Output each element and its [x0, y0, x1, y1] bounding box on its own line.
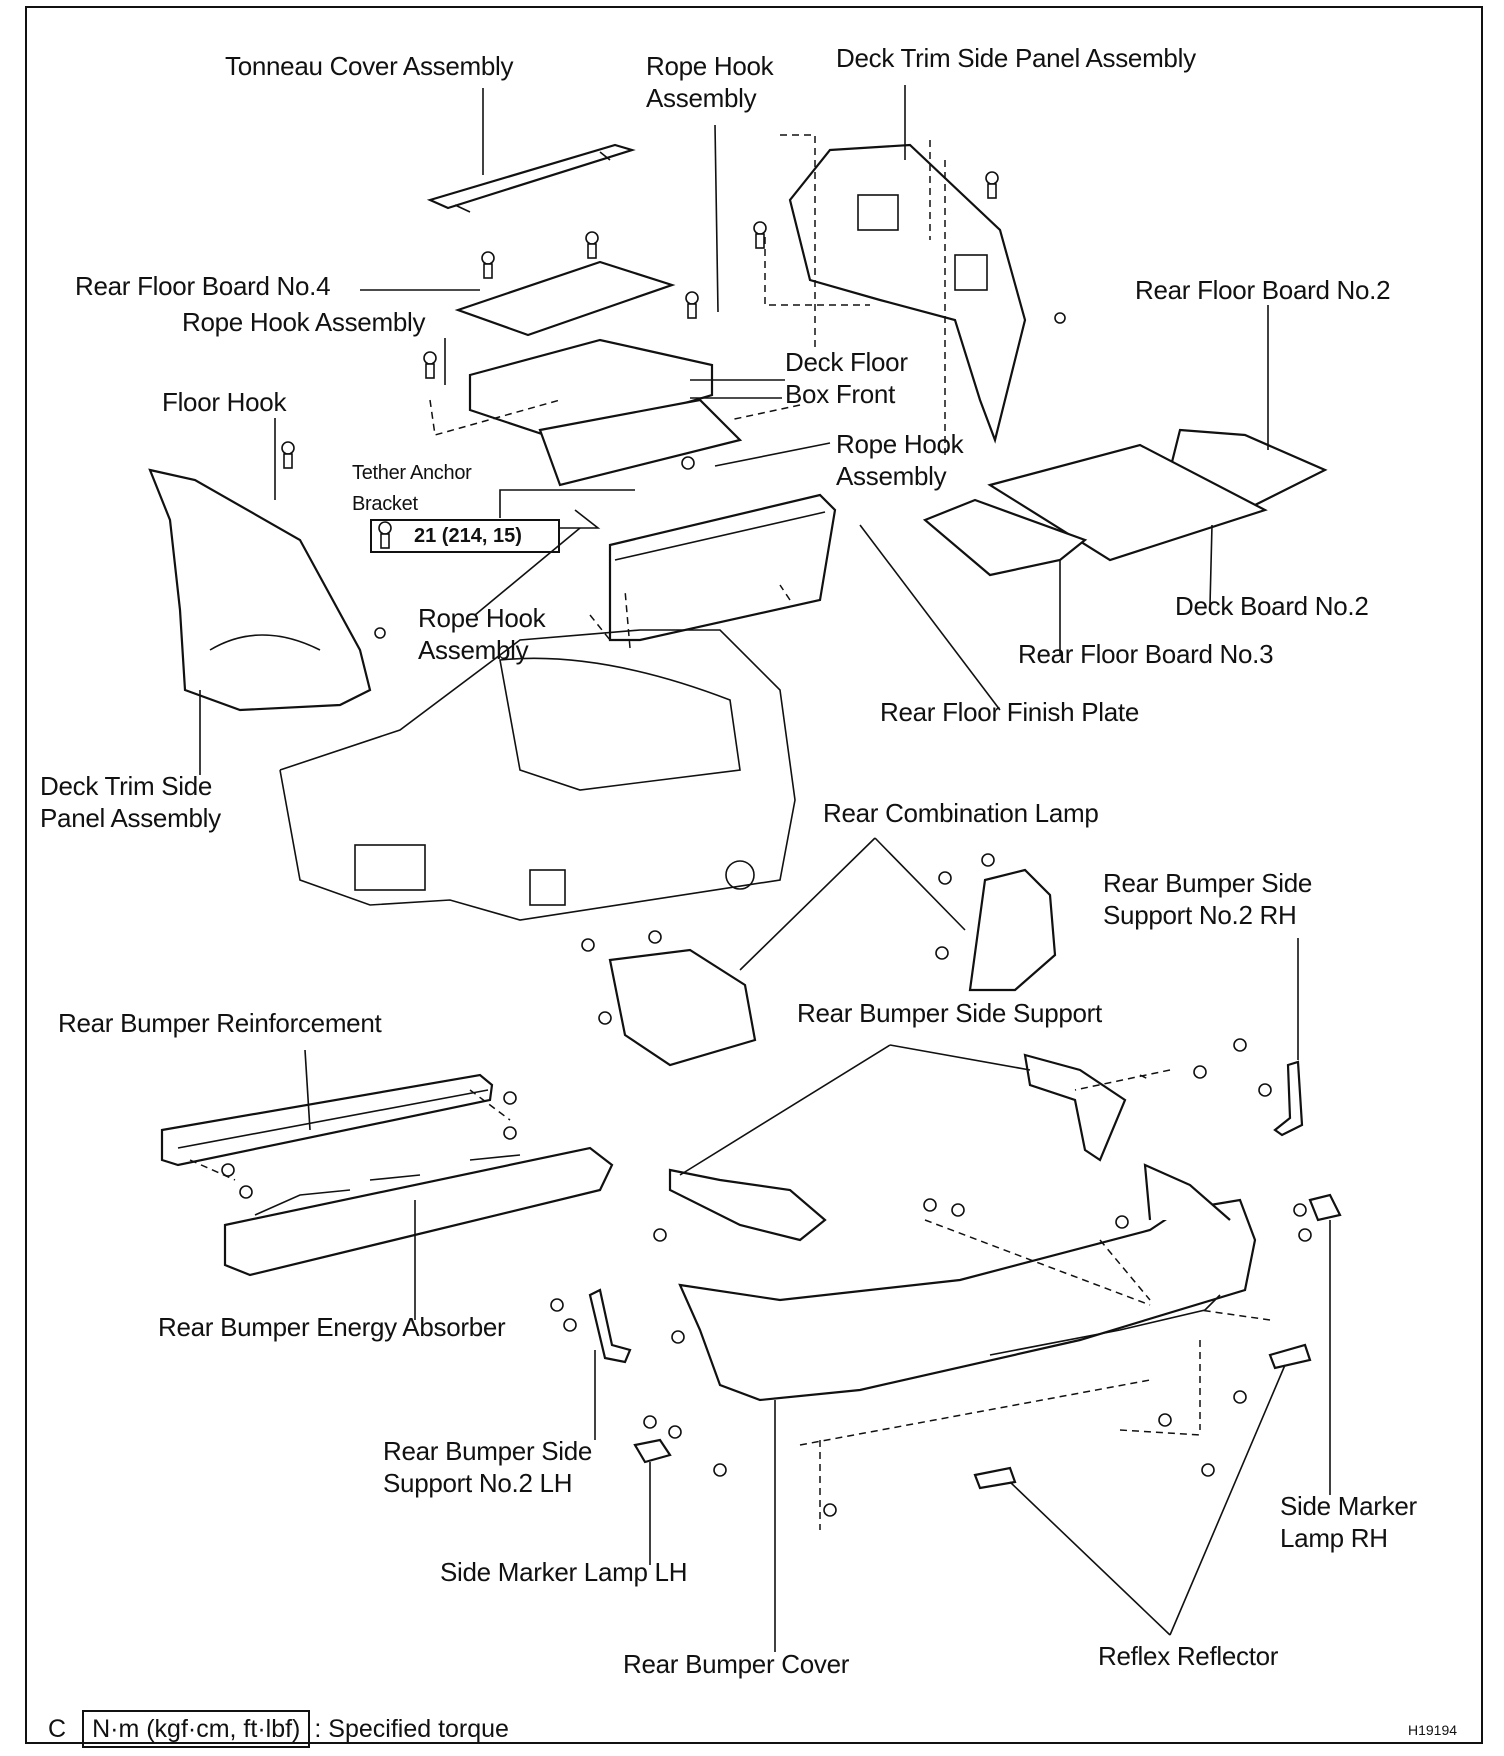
- label-rear-bumper-energy-absorber: Rear Bumper Energy Absorber: [158, 1312, 506, 1342]
- label-tether-anchor-line1: Tether Anchor: [352, 462, 472, 484]
- label-rear-bumper-side-support-no2-lh-line1: Rear Bumper Side: [383, 1436, 593, 1466]
- label-deck-trim-side-panel-left-line1: Deck Trim Side: [40, 771, 213, 801]
- fastener-bolts: [221, 171, 1312, 1517]
- label-deck-floor-box-front-line2: Box Front: [785, 379, 896, 409]
- diagram-frame: [25, 6, 1483, 1744]
- label-rear-bumper-cover: Rear Bumper Cover: [623, 1649, 850, 1679]
- label-side-marker-lamp-rh-line2: Lamp RH: [1280, 1523, 1388, 1553]
- label-rear-floor-board-2: Rear Floor Board No.2: [1135, 275, 1391, 305]
- label-rear-bumper-side-support-no2-rh-line1: Rear Bumper Side: [1103, 868, 1313, 898]
- figure-code: H19194: [1408, 1722, 1458, 1738]
- rear-bumper-energy-absorber-part: [223, 1146, 614, 1277]
- deck-floor-box-part: [468, 338, 743, 487]
- label-rope-hook-low-line1: Rope Hook: [418, 603, 546, 633]
- rear-floor-boards-part: [922, 428, 1328, 577]
- tonneau-cover-part: [426, 143, 636, 213]
- label-side-marker-lamp-lh: Side Marker Lamp LH: [440, 1557, 688, 1587]
- label-rope-hook-top-line2: Assembly: [646, 83, 757, 113]
- label-rope-hook-left: Rope Hook Assembly: [182, 307, 426, 337]
- label-rope-hook-top-line1: Rope Hook: [646, 51, 774, 81]
- assembly-dashed-lines: [189, 134, 1271, 1530]
- torque-spec-box: 21 (214, 15): [370, 519, 560, 553]
- label-deck-trim-side-panel-top: Deck Trim Side Panel Assembly: [836, 43, 1196, 73]
- label-rear-combination-lamp: Rear Combination Lamp: [823, 798, 1099, 828]
- deck-trim-side-panel-left-part: [148, 468, 372, 712]
- label-deck-floor-box-front-line1: Deck Floor: [785, 347, 908, 377]
- rear-floor-board-4-part: [454, 260, 676, 337]
- vehicle-body-outline: [279, 629, 796, 921]
- label-rear-floor-board-3: Rear Floor Board No.3: [1018, 639, 1274, 669]
- side-support-no2-brackets: [588, 1060, 1304, 1364]
- side-marker-and-reflector-parts: [633, 1193, 1342, 1490]
- label-rope-hook-low-line2: Assembly: [418, 635, 529, 665]
- label-rear-bumper-side-support-no2-lh-line2: Support No.2 LH: [383, 1468, 573, 1498]
- rear-combination-lamp-parts: [608, 868, 1057, 1067]
- legend-text: : Specified torque: [314, 1715, 509, 1743]
- label-rope-hook-mid-line2: Assembly: [836, 461, 947, 491]
- deck-trim-side-panel-right-part: [788, 143, 1027, 444]
- label-rope-hook-mid-line1: Rope Hook: [836, 429, 964, 459]
- rear-bumper-reinforcement-part: [160, 1073, 494, 1167]
- torque-legend: C N·m (kgf·cm, ft·lbf): Specified torque: [48, 1710, 509, 1748]
- label-rear-bumper-side-support-no2-rh-line2: Support No.2 RH: [1103, 900, 1297, 930]
- rear-floor-finish-plate-part: [608, 493, 837, 642]
- rear-bumper-side-support-parts: [668, 1053, 1127, 1242]
- label-deck-trim-side-panel-left-line2: Panel Assembly: [40, 803, 221, 833]
- label-rear-floor-board-4: Rear Floor Board No.4: [75, 271, 331, 301]
- label-reflex-reflector: Reflex Reflector: [1098, 1641, 1279, 1671]
- label-rear-floor-finish-plate: Rear Floor Finish Plate: [880, 697, 1139, 727]
- label-leader-lines: [199, 85, 1331, 1652]
- legend-prefix: C: [48, 1715, 67, 1743]
- label-side-marker-lamp-rh-line1: Side Marker: [1280, 1491, 1417, 1521]
- rear-bumper-cover-part: [678, 1163, 1257, 1402]
- label-rear-bumper-reinforcement: Rear Bumper Reinforcement: [58, 1008, 382, 1038]
- label-tether-anchor-line2: Bracket: [352, 493, 418, 515]
- label-floor-hook: Floor Hook: [162, 387, 287, 417]
- label-rear-bumper-side-support: Rear Bumper Side Support: [797, 998, 1102, 1028]
- label-deck-board-2: Deck Board No.2: [1175, 591, 1369, 621]
- legend-unit-box: N·m (kgf·cm, ft·lbf): [82, 1710, 311, 1748]
- label-tonneau-cover: Tonneau Cover Assembly: [225, 51, 514, 81]
